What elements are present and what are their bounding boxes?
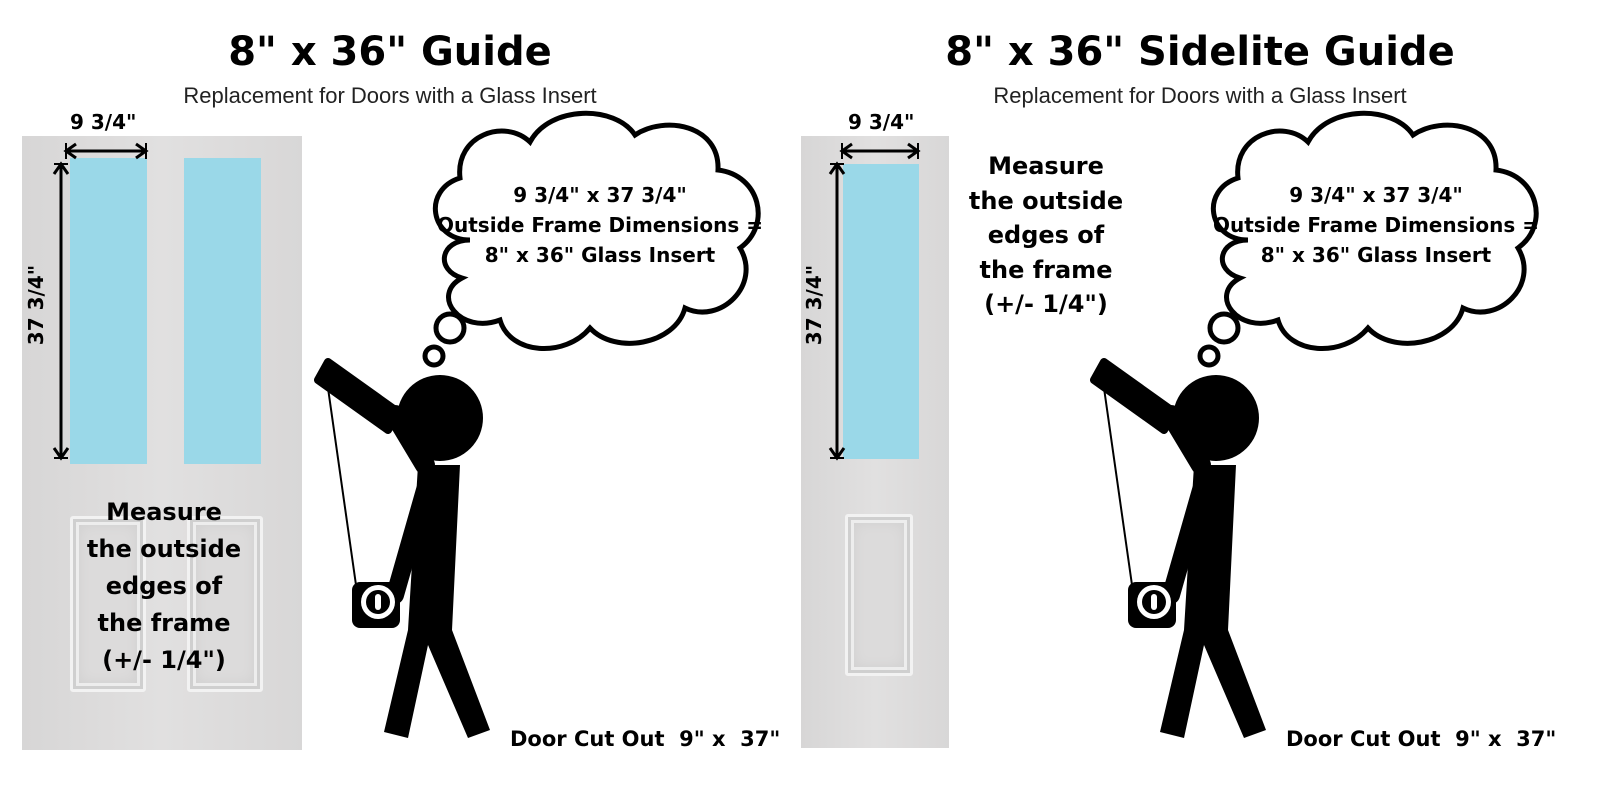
measure-line: the outside: [968, 186, 1124, 215]
double-arrow-icon: [828, 142, 921, 461]
bubble-line: 8" x 36" Glass Insert: [1260, 243, 1492, 267]
width-dimension-label: 9 3/4": [848, 110, 915, 134]
measure-line: Measure: [988, 152, 1104, 180]
thought-bubble-icon: [422, 110, 761, 368]
width-dimension-label: 9 3/4": [70, 110, 137, 134]
measure-instructions: Measure the outside edges of the frame (…: [68, 494, 260, 679]
door-illustration: [22, 136, 302, 750]
thought-bubble-icon: [1197, 110, 1539, 368]
measure-line: the outside: [86, 535, 242, 563]
bubble-line: 8" x 36" Glass Insert: [484, 243, 716, 267]
sidelite-illustration: [801, 136, 949, 748]
thought-bubble-text: 9 3/4" x 37 3/4" Outside Frame Dimension…: [1196, 180, 1556, 270]
door-cutout-label: Door Cut Out 9" x 37": [1286, 727, 1557, 751]
glass-insert-right: [184, 158, 261, 464]
measure-instructions: Measure the outside edges of the frame (…: [946, 149, 1146, 322]
page-title: 8" x 36" Sidelite Guide: [945, 29, 1455, 75]
tape-measure-icon: [1128, 582, 1176, 628]
right-guide-panel: 8" x 36" Sidelite Guide Replacement for …: [800, 0, 1600, 793]
glass-insert: [843, 164, 919, 459]
sidelite-lower-panel: [845, 514, 913, 676]
measure-line: (+/- 1/4"): [984, 290, 1108, 318]
stick-figure-icon: [1090, 358, 1266, 738]
measure-line: the frame: [97, 609, 231, 637]
bubble-line: 9 3/4" x 37 3/4": [513, 183, 687, 207]
page-title: 8" x 36" Guide: [228, 29, 552, 75]
double-arrow-icon: [52, 142, 149, 461]
bubble-line: Outside Frame Dimensions =: [1213, 213, 1539, 237]
measure-line: edges of: [105, 572, 223, 600]
left-guide-panel: 8" x 36" Guide Replacement for Doors wit…: [22, 29, 781, 751]
measure-line: the frame: [979, 255, 1113, 284]
glass-insert-left: [70, 158, 147, 464]
page-subtitle: Replacement for Doors with a Glass Inser…: [183, 83, 597, 108]
tape-measure-icon: [352, 582, 400, 628]
thought-bubble-text: 9 3/4" x 37 3/4" Outside Frame Dimension…: [420, 180, 780, 270]
door-cutout-label: Door Cut Out 9" x 37": [510, 727, 781, 751]
page-subtitle: Replacement for Doors with a Glass Inser…: [993, 83, 1407, 108]
bubble-line: Outside Frame Dimensions =: [437, 213, 763, 237]
door-lower-panel-right: [187, 516, 263, 692]
bubble-line: 9 3/4" x 37 3/4": [1289, 183, 1463, 207]
measure-line: Measure: [106, 498, 222, 526]
measure-line: (+/- 1/4"): [102, 646, 226, 674]
stick-figure-icon: [314, 358, 490, 738]
door-lower-panel-left: [70, 516, 146, 692]
measure-line: edges of: [987, 221, 1105, 249]
